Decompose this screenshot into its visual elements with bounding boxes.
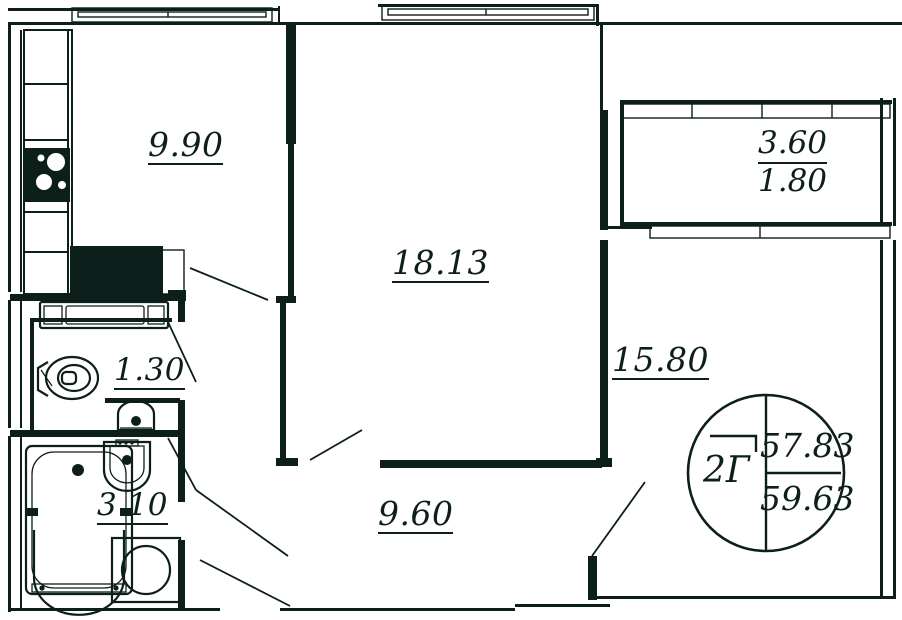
room-area-bathroom: 3.10 <box>97 487 169 525</box>
living-area-value: 59.63 <box>760 479 855 518</box>
apartment-type-label: 2Г <box>703 450 750 491</box>
bathtub-icon <box>24 444 134 616</box>
wc-fixtures <box>36 300 170 432</box>
area-badge-graphic <box>686 393 846 553</box>
room-area-kitchen: 9.90 <box>148 125 224 165</box>
washbasin-icon <box>102 439 152 492</box>
balcony-area-value: 3.60 <box>758 127 828 164</box>
room-area-value: 1.30 <box>114 352 186 390</box>
bathroom-fixtures <box>24 439 182 616</box>
window-living-top <box>381 4 595 21</box>
room-area-value: 9.60 <box>378 494 454 534</box>
room-area-value: 18.13 <box>392 243 489 283</box>
balcony-area-label: 3.60 1.80 <box>758 127 828 199</box>
stove-icon <box>24 148 70 202</box>
room-area-value: 15.80 <box>612 340 709 380</box>
room-area-value: 9.90 <box>148 125 224 165</box>
washing-machine-icon <box>110 536 182 604</box>
room-area-bedroom: 15.80 <box>612 343 709 380</box>
room-area-value: 3.10 <box>97 487 169 525</box>
room-area-hallway: 9.60 <box>378 494 454 534</box>
total-area-value: 57.83 <box>760 426 855 465</box>
balcony-reduced-area-value: 1.80 <box>758 162 828 199</box>
toilet-icon <box>36 355 100 401</box>
window-kitchen-top <box>71 7 273 23</box>
kitchen-sink-icon <box>70 246 185 295</box>
door-openings <box>167 267 646 607</box>
room-area-wc: 1.30 <box>114 352 186 390</box>
balcony <box>608 100 892 239</box>
interior-walls <box>10 22 612 608</box>
apartment-summary-badge: 2Г 57.83 59.63 <box>686 393 854 553</box>
bidet-icon <box>116 399 156 432</box>
room-area-living-room: 18.13 <box>392 246 489 283</box>
